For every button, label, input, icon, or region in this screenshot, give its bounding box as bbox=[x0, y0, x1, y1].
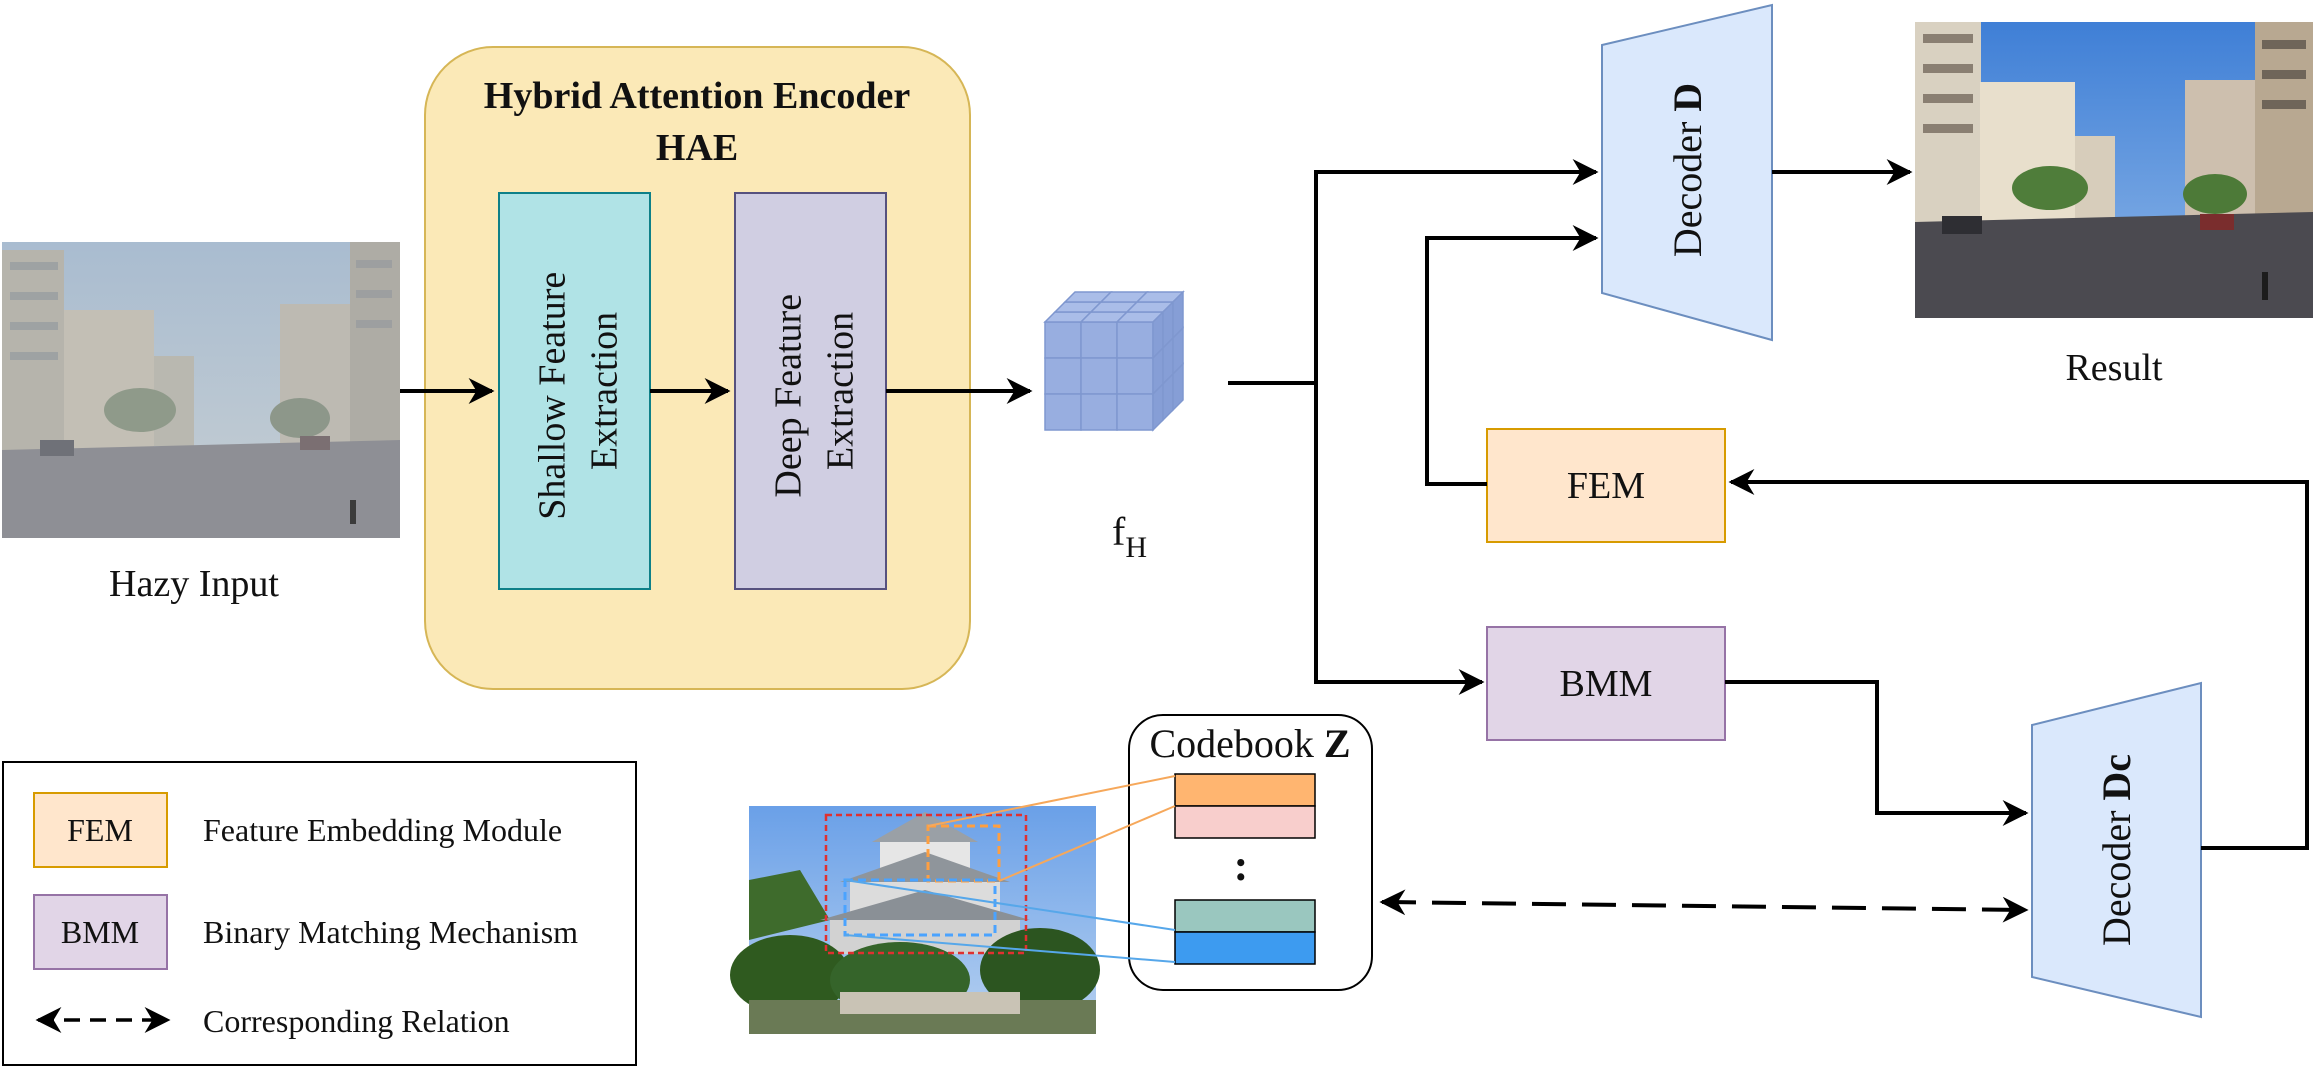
hazy-input-image bbox=[2, 242, 400, 538]
legend-relation-text: Corresponding Relation bbox=[203, 1003, 510, 1039]
fem-box bbox=[1486, 428, 1726, 543]
decoder-dc-shape bbox=[2031, 681, 2202, 1019]
legend-fem-text: Feature Embedding Module bbox=[203, 812, 562, 848]
encoder-title: Hybrid Attention Encoder bbox=[484, 75, 911, 117]
codebook-link-blue-2 bbox=[844, 934, 1176, 963]
arrow-feature-to-bmm bbox=[1314, 383, 1485, 695]
legend-fem-abbr: FEM bbox=[67, 812, 133, 848]
castle-region-blue bbox=[843, 878, 997, 937]
arrow-feature-to-decoder-d bbox=[1228, 159, 1599, 385]
castle-region-red bbox=[824, 813, 1028, 955]
legend-bmm-swatch bbox=[33, 894, 168, 970]
decoder-d-shape bbox=[1601, 3, 1773, 342]
arrow-decoder-dc-to-fem bbox=[1728, 469, 2309, 850]
decoder-d-label: Decoder D bbox=[1665, 83, 1710, 257]
deep-feature-label: Deep Feature Extraction bbox=[768, 284, 862, 497]
codebook-title: Codebook Z bbox=[1149, 721, 1350, 766]
bmm-label: BMM bbox=[1560, 663, 1653, 705]
feature-label: fH bbox=[1112, 509, 1147, 564]
codebook-link-orange-2 bbox=[998, 805, 1176, 882]
legend-bmm-text: Binary Matching Mechanism bbox=[203, 914, 578, 950]
hazy-input-label: Hazy Input bbox=[109, 563, 279, 605]
codebook-entry-pink bbox=[1174, 805, 1316, 839]
codebook-entry-teal bbox=[1174, 899, 1316, 933]
decoder-dc-label: Decoder Dc bbox=[2094, 754, 2139, 946]
encoder-abbr: HAE bbox=[656, 127, 738, 169]
codebook-entry-orange bbox=[1174, 773, 1316, 807]
codebook-link-orange-1 bbox=[927, 775, 1176, 827]
deep-feature-box bbox=[734, 192, 887, 590]
codebook-link-blue-1 bbox=[844, 879, 1176, 931]
result-image bbox=[1915, 22, 2313, 318]
legend-fem-swatch bbox=[33, 792, 168, 868]
result-label: Result bbox=[2065, 347, 2163, 389]
flow-arrows bbox=[400, 159, 2309, 923]
codebook-entry-blue bbox=[1174, 931, 1316, 965]
shallow-feature-box bbox=[498, 192, 651, 590]
castle-image bbox=[730, 806, 1100, 1034]
feature-cube bbox=[1043, 290, 1185, 432]
arrow-bmm-to-decoder-dc bbox=[1725, 680, 2029, 826]
fem-label: FEM bbox=[1567, 465, 1645, 507]
arrow-fem-to-decoder-d bbox=[1425, 225, 1599, 486]
legend-bmm-abbr: BMM bbox=[61, 914, 139, 950]
shallow-feature-label: Shallow Feature Extraction bbox=[532, 262, 626, 520]
codebook-ellipsis: : bbox=[1234, 841, 1249, 890]
bmm-box bbox=[1486, 626, 1726, 741]
arrow-codebook-relation bbox=[1379, 889, 2029, 923]
